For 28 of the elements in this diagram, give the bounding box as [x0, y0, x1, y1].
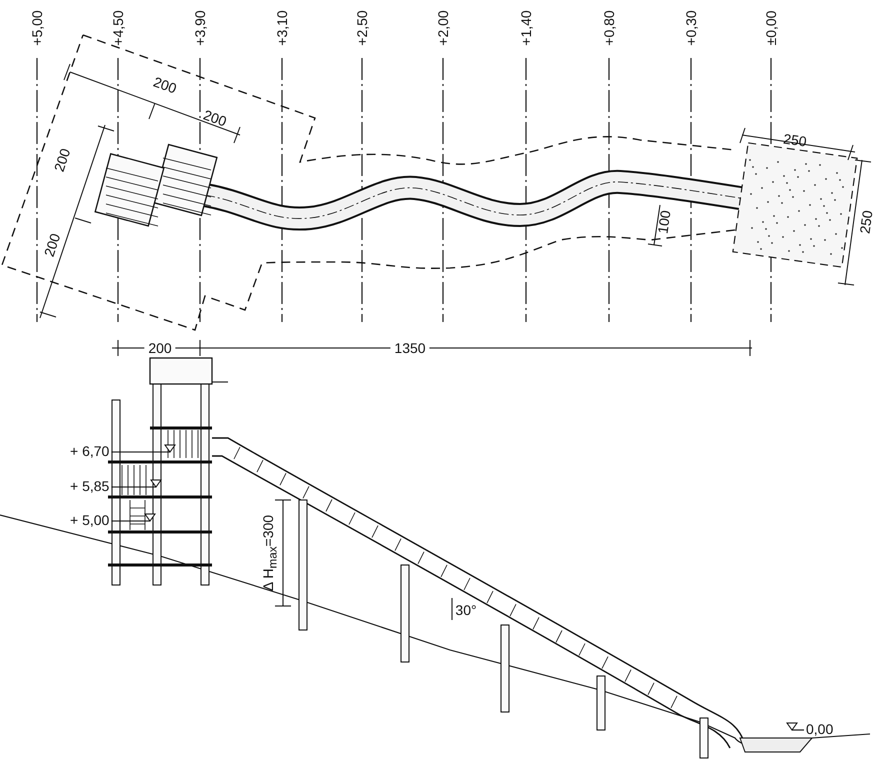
level-label: + 5,00: [70, 513, 110, 527]
level-label: + 6,70: [70, 444, 110, 458]
elevation-label: +0,30: [684, 10, 698, 46]
angle-label: 30°: [455, 603, 477, 617]
leader-line: [111, 514, 156, 522]
elevation-label: ±0,00: [764, 10, 778, 46]
dimension-label: 250: [857, 209, 874, 235]
elevation-label: +0,80: [602, 10, 616, 46]
elevation-label: +4,50: [111, 10, 125, 46]
leader-line: [786, 722, 804, 731]
elevation-label: +5,00: [30, 10, 44, 46]
leader-line: [111, 480, 162, 488]
dimension-label: 200: [144, 341, 176, 355]
dimension-label: 250: [782, 131, 808, 149]
level-label: 0,00: [806, 722, 834, 736]
dimension-label: 200: [152, 74, 178, 96]
dimension-label: 200: [42, 232, 62, 258]
dimension-label: 200: [52, 146, 72, 174]
elevation-label: +3,10: [275, 10, 289, 46]
dimension-label: 200: [202, 107, 228, 129]
level-label: + 5,85: [70, 479, 110, 493]
elevation-label: +3,90: [193, 10, 207, 46]
leader-line: [111, 444, 176, 453]
elevation-label: +2,00: [436, 10, 450, 46]
elevation-label: +2,50: [355, 10, 369, 46]
dimension-label: 1350: [390, 341, 430, 355]
dimension-label: 100: [655, 209, 673, 235]
elevation-label: +1,40: [519, 10, 533, 46]
